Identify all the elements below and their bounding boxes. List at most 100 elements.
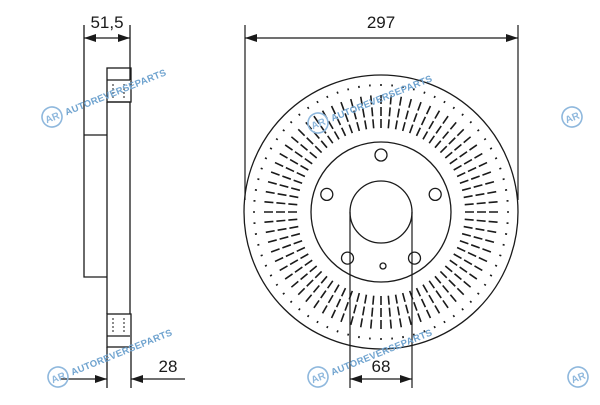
- watermark: AR: [567, 366, 589, 388]
- arrowhead: [95, 375, 107, 383]
- vent-slot: [289, 120, 323, 154]
- watermark: AR AUTOREVERSEPARTS: [307, 73, 434, 134]
- vent-slot: [401, 88, 415, 132]
- vent-slot: [456, 246, 498, 267]
- watermark-logo-letters: AR: [50, 370, 68, 386]
- vent-slots: [253, 84, 509, 340]
- vent-slot: [464, 200, 509, 206]
- watermark-logo-letters: AR: [44, 110, 62, 126]
- vent-slot: [449, 259, 487, 287]
- vent-slot: [444, 129, 480, 159]
- watermark-logo-icon: [567, 366, 589, 388]
- vent-slot: [260, 239, 303, 257]
- vent-slot: [269, 253, 309, 277]
- vent-slot: [298, 275, 328, 311]
- vent-slot: [434, 275, 464, 311]
- bolt-hole: [407, 251, 422, 265]
- vent-slot: [282, 129, 318, 159]
- watermark-logo-icon: [47, 366, 69, 388]
- vent-slot: [336, 91, 354, 134]
- watermark: AR AUTOREVERSEPARTS: [47, 327, 174, 388]
- watermark-logo-icon: [307, 112, 329, 134]
- vent-slot: [463, 225, 508, 235]
- bolt-hole: [374, 148, 388, 162]
- watermark-logo-icon: [307, 366, 329, 388]
- vent-slot: [347, 292, 361, 336]
- watermark: AR: [561, 106, 583, 128]
- vent-slot: [415, 287, 436, 329]
- disc-outer-edge: [243, 74, 519, 350]
- vent-slot: [275, 259, 313, 287]
- vent-slot: [464, 218, 509, 224]
- vent-slot: [459, 167, 502, 185]
- watermark-text: AUTOREVERSEPARTS: [63, 67, 168, 118]
- diameter-label: 297: [367, 13, 395, 32]
- arrowhead: [118, 34, 130, 42]
- center-bore-label: 68: [372, 357, 391, 376]
- vent-slot: [326, 287, 347, 329]
- vent-slot: [316, 100, 340, 140]
- bolt-holes: [320, 148, 442, 265]
- vent-slot: [422, 100, 446, 140]
- vent-slot: [358, 294, 368, 339]
- vent-slot: [275, 137, 313, 165]
- vent-slot: [269, 147, 309, 171]
- vent-slot: [394, 294, 404, 339]
- vent-slot: [254, 225, 299, 235]
- bolt-hole: [428, 187, 442, 202]
- vent-slot: [453, 253, 493, 277]
- watermark-logo-letters: AR: [564, 110, 582, 126]
- dimension-diameter: 297: [244, 13, 519, 200]
- vent-slot: [306, 106, 334, 144]
- thickness-label: 51,5: [90, 13, 123, 32]
- watermark: AR AUTOREVERSEPARTS: [41, 67, 168, 128]
- arrowhead: [506, 34, 518, 42]
- watermark-logo-icon: [561, 106, 583, 128]
- arrowhead: [245, 34, 257, 42]
- vent-slot: [358, 85, 368, 130]
- vent-slot: [369, 84, 375, 129]
- vent-slot: [422, 284, 446, 324]
- hat-outer-circle: [310, 141, 452, 283]
- min-thickness-label: 28: [159, 357, 178, 376]
- watermark: AR AUTOREVERSEPARTS: [307, 327, 434, 388]
- vent-slot: [461, 232, 505, 246]
- locating-hole: [379, 262, 387, 270]
- vent-slot: [394, 85, 404, 130]
- vent-slot: [264, 246, 306, 267]
- vent-slot: [326, 95, 347, 137]
- arrowhead: [400, 375, 412, 383]
- vent-slot: [408, 91, 426, 134]
- vent-slot: [369, 295, 375, 340]
- vent-slot: [444, 265, 480, 295]
- watermark-logo-letters: AR: [570, 370, 588, 386]
- vent-slot: [254, 189, 299, 199]
- dimension-center-bore: 68: [349, 212, 413, 388]
- vent-slot: [461, 178, 505, 192]
- arrowhead: [131, 375, 143, 383]
- vent-slot: [282, 265, 318, 295]
- vent-slot: [428, 280, 456, 318]
- vent-slot: [253, 200, 298, 206]
- vent-slot: [289, 270, 323, 304]
- watermark-logo-letters: AR: [310, 116, 328, 132]
- vent-slot: [257, 232, 301, 246]
- arrowhead: [350, 375, 362, 383]
- dimension-thickness: 51,5: [84, 13, 130, 42]
- vent-slot: [387, 295, 393, 340]
- vent-slot: [439, 270, 473, 304]
- arrowhead: [84, 34, 96, 42]
- side-view: [83, 25, 132, 388]
- bolt-hole: [340, 251, 355, 265]
- bolt-hole: [320, 187, 334, 202]
- vent-slot: [253, 218, 298, 224]
- watermark-logo-icon: [41, 106, 63, 128]
- front-view: [243, 74, 519, 350]
- vent-slot: [415, 95, 436, 137]
- side-vents-bottom: [112, 318, 125, 332]
- vent-slot: [387, 84, 393, 129]
- vent-slot: [257, 178, 301, 192]
- vent-slot: [449, 137, 487, 165]
